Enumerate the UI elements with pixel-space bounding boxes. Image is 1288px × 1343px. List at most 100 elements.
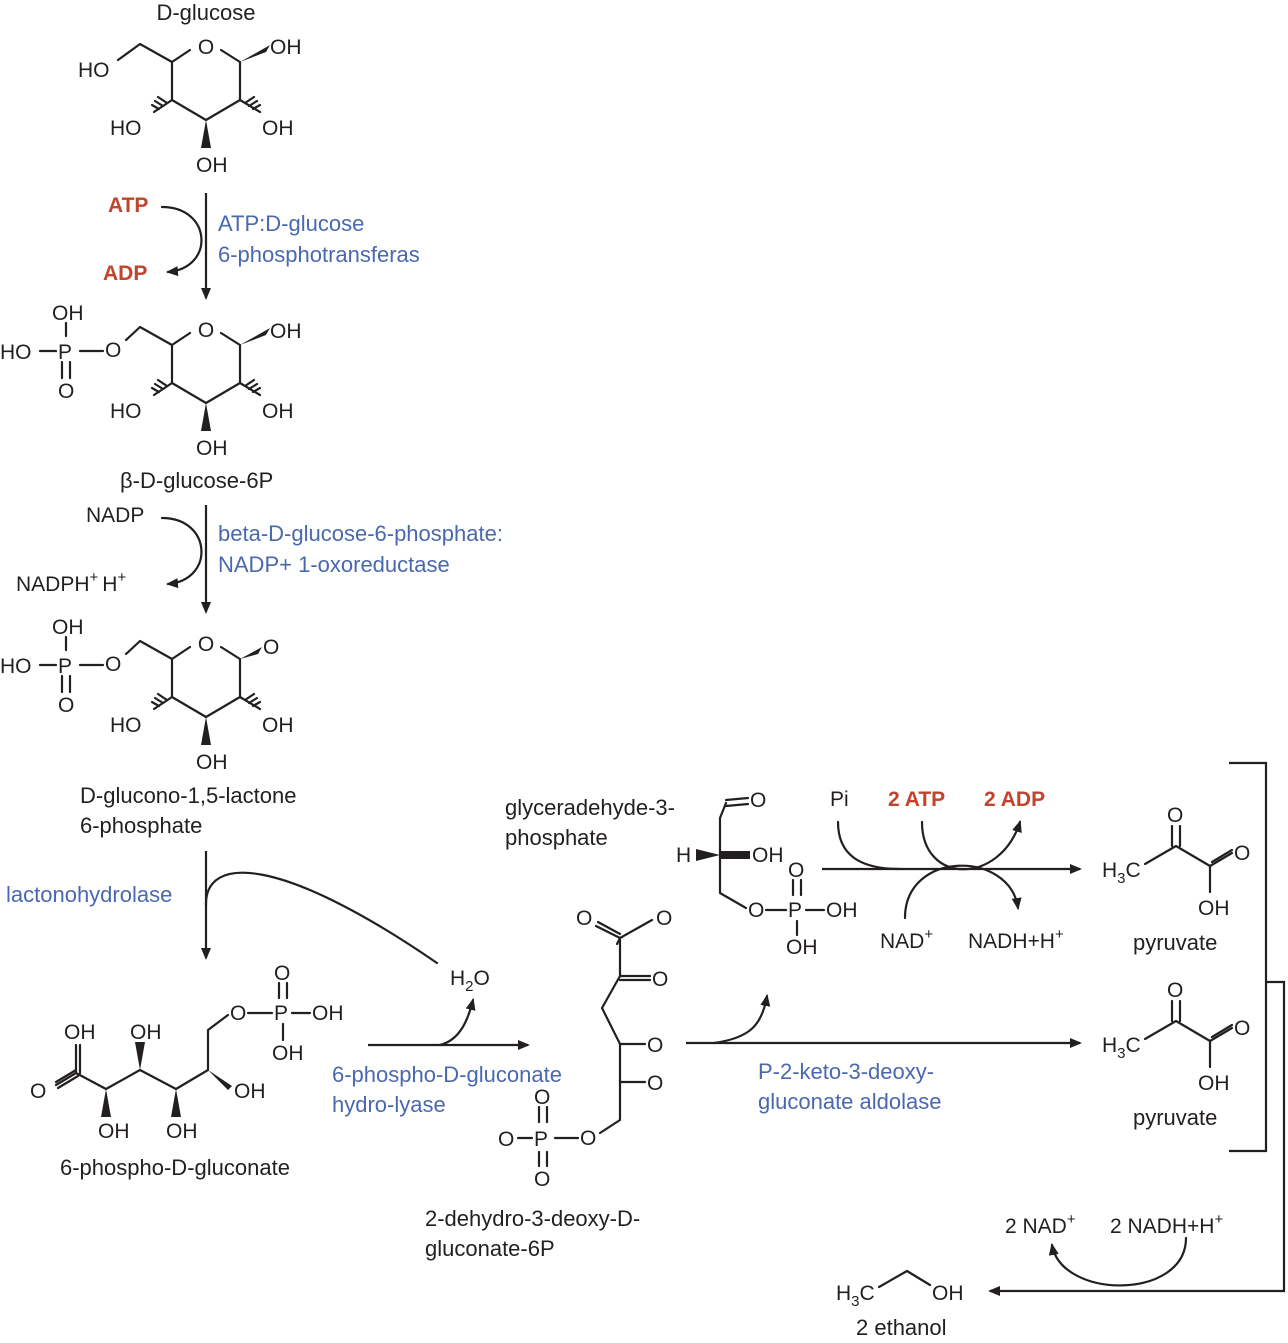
phosphorus: P [58,341,72,364]
6-phosphogluconate-structure: OH O OH OH OH OH O P O OH OH 6-phospho-D… [30,962,344,1180]
compound-label-kdpg-line1: 2-dehydro-3-deoxy-D- [425,1206,640,1231]
pyruvate-structure-1: H3C O O OH pyruvate [1102,804,1250,955]
ethanol-structure: H3C OH 2 ethanol [836,1269,964,1340]
hydroxyl-label: OH [262,714,294,737]
enzyme-g6pdh-line1: beta-D-glucose-6-phosphate: [218,521,503,546]
carboxylate-oxygen: O [656,907,672,930]
hydroxyl-label: HO [110,117,142,140]
oxygen-label: O [647,1072,663,1095]
compound-label-lactone-line1: D-glucono-1,5-lactone [80,783,296,808]
glyceraldehyde-3-phosphate-structure: glyceradehyde-3- phosphate O H OH O P O … [505,789,858,959]
phosphoryl-oxygen: O [58,694,74,717]
compound-label-glucose: D-glucose [156,0,255,25]
carbonyl-oxygen: O [576,907,592,930]
ester-oxygen: O [230,1002,246,1025]
enzyme-aldolase-line2: gluconate aldolase [758,1089,941,1114]
cofactor-2nadh: 2 NADH+H+ [1110,1211,1223,1238]
hydroxyl-label: OH [52,302,84,325]
hydroxyl-label: OH [932,1282,964,1305]
hydroxyl-label: HO [78,59,110,82]
ketone-oxygen: O [1167,804,1183,827]
hydroxyl-label: OH [752,844,784,867]
hydroxyl-label: OH [1198,1072,1230,1095]
methyl-label: H3C [1102,859,1141,887]
glucose-6-phosphate-structure: O O P OH HO O OH HO OH OH β-D-glucose-6P [0,302,302,493]
ester-oxygen: O [748,899,764,922]
nadh-recycle-arrow [1048,1236,1188,1287]
phosphorus: P [58,655,72,678]
enzyme-aldolase-line1: P-2-keto-3-deoxy- [758,1059,934,1084]
atp-adp-arrow [920,820,1022,871]
carbonyl-oxygen: O [263,636,279,659]
cofactor-arrow [160,516,203,589]
hydroxyl-label: HO [110,714,142,737]
phosphoryl-oxygen: O [274,962,290,985]
hydroxyl-label: OH [64,1021,96,1044]
hydroxyl-label: OH [262,117,294,140]
hydroxyl-label: OH [166,1120,198,1143]
cofactor-pi: Pi [830,788,849,811]
phosphoryl-oxygen: O [534,1168,550,1191]
pyruvate-bracket [1229,761,1268,1153]
compound-label-gluconate: 6-phospho-D-gluconate [60,1155,290,1180]
phosphoryl-oxygen: O [58,380,74,403]
hydroxyl-label: HO [110,400,142,423]
cofactor-nadp: NADP [86,504,144,527]
cofactor-adp: ADP [103,262,147,285]
hydroxyl-label: OH [272,1042,304,1065]
hydroxyl-label: HO [0,655,32,678]
ring-oxygen: O [198,36,214,59]
pi-input-arrow [836,820,902,871]
carbonyl-oxygen: O [1234,842,1250,865]
methyl-label: H3C [836,1282,875,1310]
compound-label-g6p: β-D-glucose-6P [120,468,273,493]
enzyme-lactonase: lactonohydrolase [6,882,172,907]
hydroxyl-label: HO [0,341,32,364]
kdpg-structure: O O O O O O P O O O 2-dehydro-3-deoxy-D-… [425,907,672,1261]
hydroxyl-label: OH [234,1080,266,1103]
enzyme-g6pdh-line2: NADP+ 1-oxoreductase [218,552,450,577]
cofactor-nadph: NADPH+H+ [16,569,126,596]
phosphorus: P [788,899,802,922]
phosphoryl-oxygen: O [534,1086,550,1109]
phosphorus: P [274,1002,288,1025]
hydroxyl-label: OH [786,936,818,959]
ring-oxygen: O [198,319,214,342]
hydrogen-label: H [676,844,691,867]
ethanol-arrow [988,980,1286,1296]
nad-nadh-arrow [903,864,1022,920]
hydroxyl-label: OH [130,1021,162,1044]
methyl-label: H3C [1102,1034,1141,1062]
hydroxyl-label: OH [98,1120,130,1143]
hydroxyl-label: OH [262,400,294,423]
oxygen-label: O [498,1128,514,1151]
aldehyde-oxygen: O [750,789,766,812]
cofactor-2atp: 2 ATP [888,788,945,811]
pyruvate-structure-2: H3C O O OH pyruvate [1102,979,1250,1130]
ring-oxygen: O [198,633,214,656]
hydroxyl-label: OH [52,616,84,639]
compound-label-g3p-line2: phosphate [505,825,608,850]
compound-label-kdpg-line2: gluconate-6P [425,1236,555,1261]
g3p-branch-arrow [712,994,771,1045]
water-arrow [204,871,439,965]
cofactor-arrow [160,205,203,277]
d-glucose-structure: D-glucose O HO OH HO OH OH [78,0,302,177]
compound-label-ethanol: 2 ethanol [856,1315,947,1340]
hydroxyl-label: OH [196,437,228,460]
ketone-oxygen: O [652,968,668,991]
hydroxyl-label: OH [196,751,228,774]
enzyme-dehydratase-line2: hydro-lyase [332,1092,446,1117]
carbonyl-oxygen: O [1234,1017,1250,1040]
compound-label-g3p-line1: glyceradehyde-3- [505,795,675,820]
compound-label-lactone-line2: 6-phosphate [80,813,202,838]
cofactor-nadh: NADH+H+ [968,926,1064,953]
cofactor-2adp: 2 ADP [984,788,1045,811]
hydroxyl-label: OH [312,1002,344,1025]
hydroxyl-label: OH [1198,897,1230,920]
hydroxyl-label: OH [270,36,302,59]
carbonyl-oxygen: O [30,1080,46,1103]
hydroxyl-label: OH [270,320,302,343]
ester-oxygen: O [580,1127,596,1150]
